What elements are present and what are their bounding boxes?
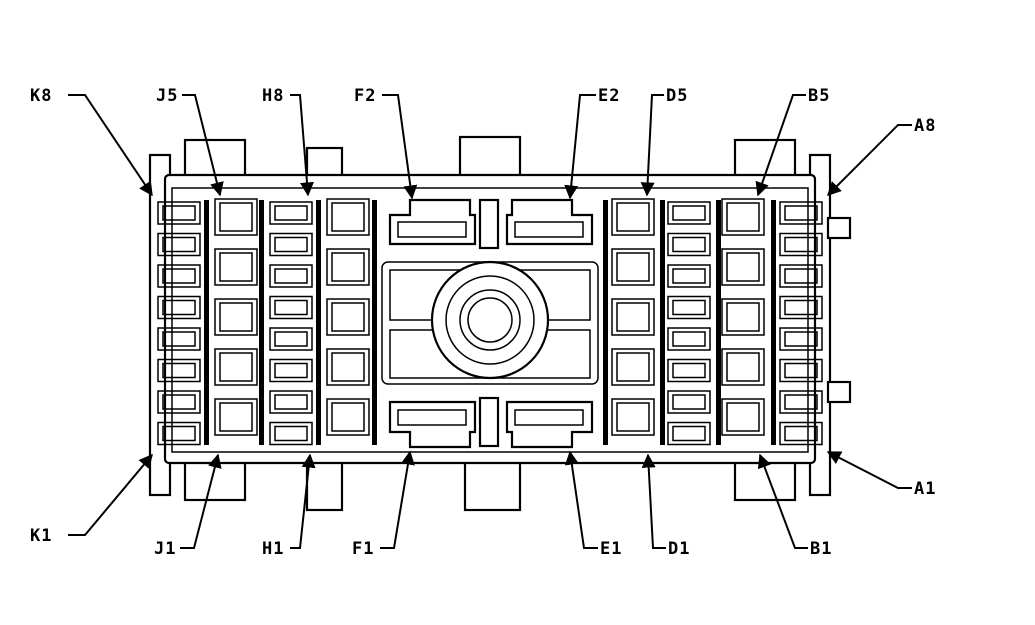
terminal-cavity-small — [667, 295, 711, 320]
pin-label-f2: F2 — [354, 86, 376, 106]
terminal-cavity-tall — [611, 398, 655, 436]
terminal-cavity-small — [779, 390, 823, 414]
terminal-cavity-small — [157, 295, 201, 320]
terminal-cavity-tall — [214, 298, 258, 336]
pin-label-h8: H8 — [262, 86, 284, 106]
terminal-cavity-small — [269, 421, 313, 446]
terminal-cavity-small — [157, 390, 201, 414]
pin-label-a1: A1 — [914, 479, 936, 499]
terminal-cavity-tall — [611, 198, 655, 236]
terminal-cavity-tall — [214, 348, 258, 386]
terminal-cavity-small — [779, 264, 823, 288]
terminal-cavity-small — [667, 421, 711, 446]
terminal-cavity-tall — [326, 248, 370, 286]
terminal-cavity-small — [779, 295, 823, 320]
terminal-cavity-small — [667, 201, 711, 225]
terminal-cavity-small — [779, 421, 823, 446]
terminal-cavity-tall — [611, 298, 655, 336]
terminal-cavity-small — [157, 421, 201, 446]
terminal-cavity-tall — [326, 398, 370, 436]
terminal-cavity-small — [667, 327, 711, 351]
pin-label-k8: K8 — [30, 86, 52, 106]
terminal-cavity-small — [157, 358, 201, 383]
pin-label-e2: E2 — [598, 86, 620, 106]
terminal-cavity-small — [157, 232, 201, 257]
large-cavities — [388, 198, 594, 449]
terminal-cavity-tall — [214, 198, 258, 236]
terminal-cavity-tall — [721, 348, 765, 386]
terminal-cavity-small — [667, 232, 711, 257]
terminal-cavity-small — [157, 201, 201, 225]
pin-label-h1: H1 — [262, 539, 284, 559]
terminal-cavity-small — [269, 264, 313, 288]
terminal-cavity-small — [157, 327, 201, 351]
terminal-cavity-small — [667, 264, 711, 288]
terminal-cavity-tall — [326, 198, 370, 236]
terminal-cavity-tall — [611, 348, 655, 386]
terminal-cavity-small — [269, 327, 313, 351]
terminal-cavity-small — [779, 201, 823, 225]
pin-label-a8: A8 — [914, 116, 936, 136]
terminal-cavity-small — [269, 201, 313, 225]
bottom-labels: K1 J1 H1 F1 E1 D1 B1 A1 — [30, 479, 936, 559]
pin-label-b5: B5 — [808, 86, 830, 106]
pin-label-f1: F1 — [352, 539, 374, 559]
terminal-cavity-small — [779, 327, 823, 351]
terminal-cavity-small — [779, 358, 823, 383]
terminal-cavity-tall — [611, 248, 655, 286]
pin-label-k1: K1 — [30, 526, 52, 546]
terminal-cavity-small — [269, 358, 313, 383]
pin-label-b1: B1 — [810, 539, 832, 559]
terminal-cavity-tall — [214, 248, 258, 286]
pin-label-d1: D1 — [668, 539, 690, 559]
terminal-cavity-small — [269, 390, 313, 414]
terminal-cavity-tall — [326, 348, 370, 386]
divider-bars — [204, 200, 776, 445]
terminal-cavity-tall — [721, 248, 765, 286]
terminal-cavity-tall — [214, 398, 258, 436]
terminal-cavity-tall — [721, 198, 765, 236]
terminal-cavity-tall — [721, 298, 765, 336]
pin-label-j1: J1 — [154, 539, 176, 559]
terminal-cavity-small — [157, 264, 201, 288]
leader-lines — [68, 94, 912, 549]
pin-label-d5: D5 — [666, 86, 688, 106]
terminal-cavity-tall — [721, 398, 765, 436]
terminal-cavity-tall — [326, 298, 370, 336]
center-section — [381, 198, 599, 448]
terminal-cavity-small — [779, 232, 823, 257]
terminal-cavities — [157, 198, 823, 446]
pin-label-e1: E1 — [600, 539, 622, 559]
pin-label-j5: J5 — [156, 86, 178, 106]
terminal-cavity-small — [667, 390, 711, 414]
terminal-cavity-small — [269, 232, 313, 257]
terminal-cavity-small — [667, 358, 711, 383]
top-labels: K8 J5 H8 F2 E2 D5 B5 A8 — [30, 86, 936, 136]
terminal-cavity-small — [269, 295, 313, 320]
